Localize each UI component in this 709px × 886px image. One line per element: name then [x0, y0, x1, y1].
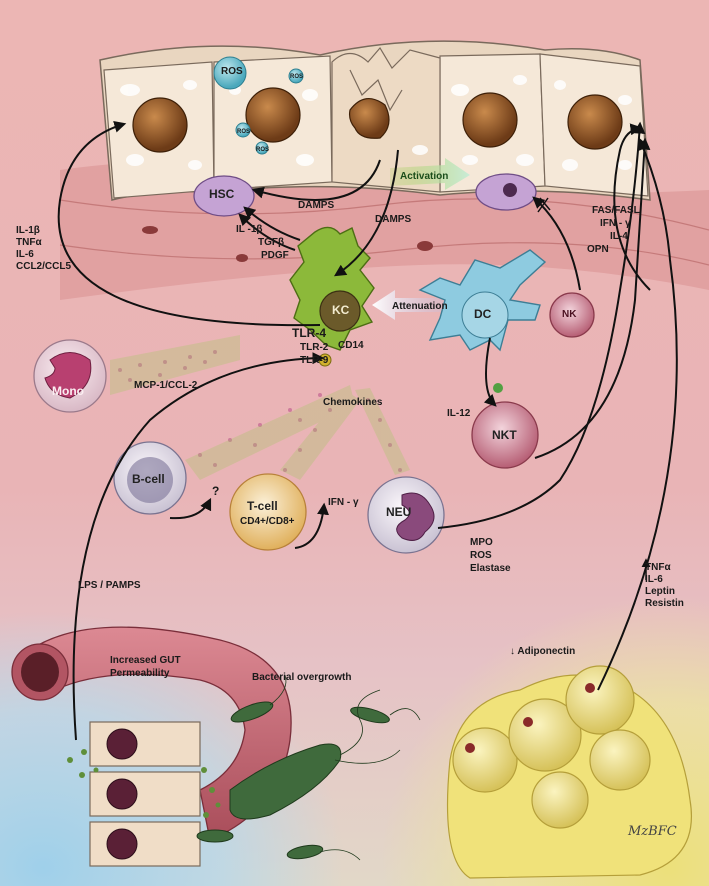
chemokines-label: Chemokines [323, 397, 383, 408]
nk-label: NK [562, 309, 577, 320]
tcell-label: T-cell [247, 499, 278, 513]
fas-fasl-label: FAS/FASL [592, 205, 640, 216]
cd14-label: CD14 [338, 340, 364, 351]
pdgf-label: PDGF [261, 250, 289, 261]
ros-neu-label: ROS [470, 550, 492, 561]
mcp1-label: MCP-1/CCL-2 [134, 380, 198, 391]
ifn-gamma-tcell-label: IFN - γ [328, 497, 359, 508]
adipose-up-list: TNFα IL-6 Leptin Resistin [645, 562, 684, 610]
tlr2-label: TLR-2 [300, 342, 329, 353]
activation-label: Activation [400, 171, 449, 182]
bacterial-overgrowth-label: Bacterial overgrowth [252, 672, 352, 683]
neu-label: NEU [386, 505, 412, 519]
elastase-label: Elastase [470, 563, 511, 574]
damps-label-2: DAMPS [375, 214, 412, 225]
ros-label-small: ROS [256, 147, 270, 153]
cytokine-item: TNFα [16, 237, 42, 248]
ros-label-small: ROS [290, 74, 304, 80]
hepatocyte-row [99, 40, 651, 201]
tgfb-label: TGFβ [258, 237, 285, 248]
mpo-label: MPO [470, 537, 493, 548]
bcell-label: B-cell [132, 472, 165, 486]
gut-permeability-label-2: Permeability [110, 668, 170, 679]
ros-label: ROS [221, 66, 243, 77]
il12-label: IL-12 [447, 408, 471, 419]
opn-label: OPN [587, 244, 609, 255]
lps-pamps-label: LPS / PAMPS [78, 580, 141, 591]
mono-label: Mono [52, 384, 84, 398]
cytokine-item: CCL2/CCL5 [16, 261, 72, 272]
adipokine-item: IL-6 [645, 574, 663, 585]
ifn-gamma-label: IFN - γ [600, 218, 631, 229]
dc-label: DC [474, 307, 492, 321]
adipokine-item: TNFα [645, 562, 671, 573]
il4-label: IL-4 [610, 231, 628, 242]
attenuation-label: Attenuation [392, 301, 448, 312]
artist-signature: MzBFC [628, 824, 677, 839]
adipokine-item: Resistin [645, 598, 684, 609]
cytokine-item: IL-6 [16, 249, 34, 260]
unknown-mark: ? [212, 484, 220, 498]
adipokine-item: Leptin [645, 586, 675, 597]
tlr9-label: TLR-9 [300, 355, 329, 366]
cytokines-left-list: IL-1β TNFα IL-6 CCL2/CCL5 [16, 225, 71, 273]
gut-permeability-label-1: Increased GUT [110, 655, 181, 666]
tlr4-label: TLR-4 [292, 326, 326, 340]
cytokine-item: IL-1β [16, 225, 40, 236]
damps-label-1: DAMPS [298, 200, 335, 211]
adiponectin-label: ↓ Adiponectin [510, 646, 576, 657]
cd4-cd8-label: CD4+/CD8+ [240, 516, 295, 527]
kc-label: KC [332, 303, 350, 317]
il1b-label: IL -1β [236, 224, 263, 235]
hsc-label: HSC [209, 187, 235, 201]
nkt-label: NKT [492, 428, 517, 442]
ros-label-small: ROS [237, 129, 251, 135]
